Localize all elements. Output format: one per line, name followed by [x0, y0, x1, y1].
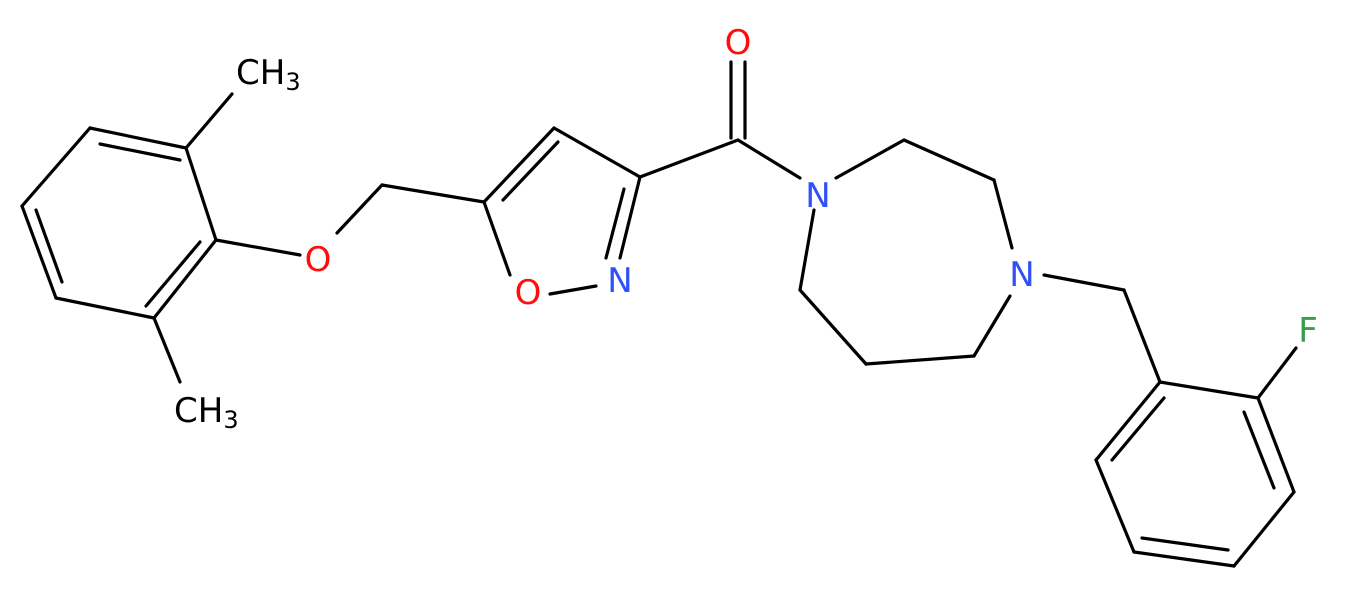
bond: [184, 146, 218, 242]
bond: [20, 126, 92, 208]
bond: [864, 354, 976, 366]
bond: [1132, 550, 1236, 568]
amide-nitrogen-label: N: [805, 176, 830, 216]
bond: [214, 238, 302, 257]
bond: [184, 92, 234, 150]
bond: [1122, 288, 1162, 384]
methyl-top-label: CH3: [236, 53, 301, 96]
bond: [335, 183, 384, 235]
bond: [992, 178, 1014, 250]
bond: [798, 208, 816, 292]
bond: [144, 240, 202, 308]
bond: [20, 204, 58, 300]
bond: [548, 284, 598, 296]
bond: [638, 138, 740, 179]
atom-labels: CH3 CH3 O O N O N N F: [174, 23, 1318, 434]
bond: [380, 183, 486, 204]
bond: [618, 175, 642, 260]
bond: [482, 200, 512, 277]
bond: [1140, 536, 1230, 552]
bond: [552, 126, 642, 179]
ether-oxygen-label: O: [305, 240, 332, 280]
carbonyl-oxygen-label: O: [725, 23, 752, 63]
bond: [1256, 396, 1296, 494]
bond: [736, 138, 802, 180]
bond: [152, 238, 218, 320]
bond: [34, 208, 64, 284]
bond: [88, 126, 188, 150]
bond: [1232, 490, 1296, 568]
bond: [1158, 380, 1260, 400]
bond: [1242, 410, 1276, 490]
methyl-bottom-label: CH3: [174, 391, 239, 434]
bond: [482, 126, 556, 204]
bond: [1094, 380, 1162, 462]
bond: [1042, 273, 1126, 292]
bond: [902, 138, 996, 182]
bond: [798, 288, 868, 366]
bonds: [20, 60, 1298, 568]
bond: [152, 316, 182, 384]
bond: [834, 138, 906, 180]
bond: [1110, 396, 1166, 462]
amine-nitrogen-label: N: [1009, 255, 1034, 295]
isoxazole-oxygen-label: O: [515, 273, 542, 313]
bond: [98, 142, 182, 162]
bond: [54, 296, 156, 320]
fluorine-label: F: [1298, 311, 1318, 351]
isoxazole-nitrogen-label: N: [607, 261, 632, 301]
bond: [1094, 458, 1136, 554]
bond: [972, 294, 1012, 358]
bond: [604, 187, 626, 260]
bond: [1256, 346, 1298, 400]
bond: [501, 140, 560, 202]
